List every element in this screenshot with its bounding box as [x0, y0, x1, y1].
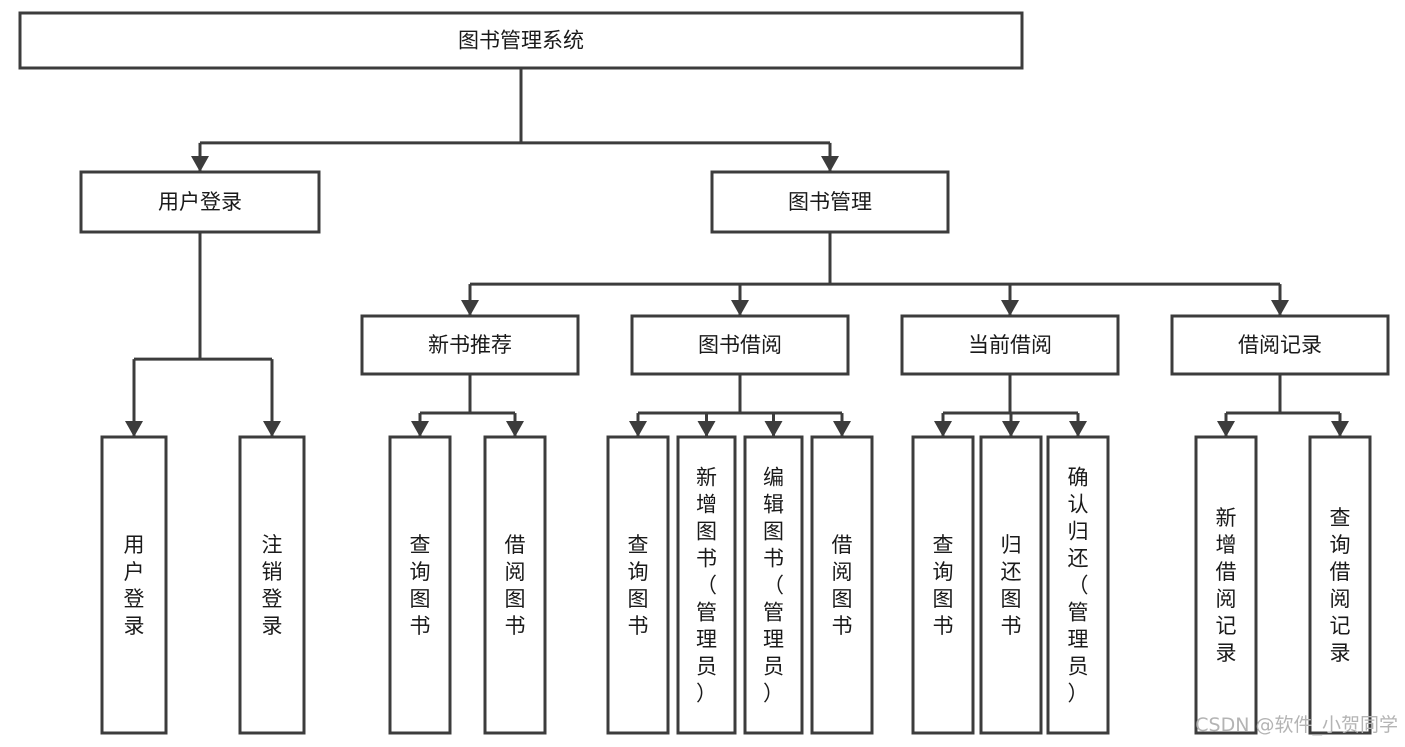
- node-label: 查询借阅记录: [1330, 506, 1351, 665]
- node-box: [710, 170, 950, 234]
- connector-from-root: [191, 68, 839, 172]
- node-book-manage[interactable]: 图书管理: [710, 170, 950, 234]
- arrow-head-icon: [1217, 421, 1235, 437]
- node-box: [810, 435, 874, 735]
- node-box: [900, 314, 1120, 376]
- arrow-head-icon: [506, 421, 524, 437]
- node-box: [388, 435, 452, 735]
- arrow-head-icon: [697, 421, 716, 437]
- node-label: 归还图书: [1001, 533, 1022, 638]
- node-label: 查询图书: [410, 533, 431, 638]
- arrow-head-icon: [1331, 421, 1349, 437]
- node-leaf-user-login[interactable]: 用户登录: [100, 435, 168, 735]
- node-label: 借阅记录: [1238, 333, 1322, 357]
- node-box: [1046, 435, 1110, 735]
- node-box: [79, 170, 321, 234]
- connector-from-current-borrow: [934, 374, 1087, 437]
- node-leaf-edit-book[interactable]: 编辑图书（管理员）: [743, 435, 804, 735]
- node-box: [100, 435, 168, 735]
- node-label: 查询图书: [933, 533, 954, 638]
- node-box: [360, 314, 580, 376]
- connector-layer: [125, 68, 1349, 437]
- node-box: [18, 11, 1024, 70]
- arrow-head-icon: [731, 300, 749, 316]
- node-box: [483, 435, 547, 735]
- node-label: 借阅图书: [505, 533, 526, 638]
- connector-from-new-book-recommend: [411, 374, 524, 437]
- arrow-head-icon: [1001, 300, 1019, 316]
- node-box: [676, 435, 737, 735]
- arrow-head-icon: [629, 421, 647, 437]
- csdn-watermark: CSDN @软件_小贺同学: [1195, 714, 1398, 736]
- connector-from-book-borrow: [629, 374, 851, 437]
- node-box: [979, 435, 1043, 735]
- node-user-login[interactable]: 用户登录: [79, 170, 321, 234]
- node-leaf-return-book[interactable]: 归还图书: [979, 435, 1043, 735]
- arrow-head-icon: [125, 421, 143, 437]
- node-label: 用户登录: [158, 190, 242, 214]
- arrow-head-icon: [934, 421, 952, 437]
- node-label: 新书推荐: [428, 333, 512, 357]
- arrow-head-icon: [1002, 421, 1020, 437]
- node-box: [1308, 435, 1372, 735]
- node-leaf-query-book-recommend[interactable]: 查询图书: [388, 435, 452, 735]
- node-label: 查询图书: [628, 533, 649, 638]
- node-book-borrow[interactable]: 图书借阅: [630, 314, 850, 376]
- node-box: [911, 435, 975, 735]
- node-label: 确认归还（管理员）: [1068, 466, 1089, 706]
- node-label: 图书管理: [788, 190, 872, 214]
- arrow-head-icon: [821, 156, 839, 172]
- node-leaf-query-borrow-record[interactable]: 查询借阅记录: [1308, 435, 1372, 735]
- node-label: 注销登录: [262, 533, 283, 638]
- arrow-head-icon: [411, 421, 429, 437]
- arrow-head-icon: [764, 421, 783, 437]
- arrow-head-icon: [1069, 421, 1087, 437]
- node-label: 当前借阅: [968, 333, 1052, 357]
- node-leaf-borrow-book[interactable]: 借阅图书: [810, 435, 874, 735]
- node-leaf-add-book[interactable]: 新增图书（管理员）: [676, 435, 737, 735]
- arrow-head-icon: [1271, 300, 1289, 316]
- node-leaf-query-book-current[interactable]: 查询图书: [911, 435, 975, 735]
- node-box: [606, 435, 670, 735]
- node-box: [743, 435, 804, 735]
- node-box: [630, 314, 850, 376]
- arrow-head-icon: [833, 421, 851, 437]
- node-box: [1170, 314, 1390, 376]
- node-layer: 图书管理系统用户登录图书管理新书推荐图书借阅当前借阅借阅记录用户登录注销登录查询…: [18, 11, 1390, 735]
- node-leaf-add-borrow-record[interactable]: 新增借阅记录: [1194, 435, 1258, 735]
- node-label: 用户登录: [124, 533, 145, 638]
- connector-from-book-manage: [461, 232, 1289, 316]
- node-leaf-logout-login[interactable]: 注销登录: [238, 435, 306, 735]
- node-borrow-record[interactable]: 借阅记录: [1170, 314, 1390, 376]
- node-new-book-recommend[interactable]: 新书推荐: [360, 314, 580, 376]
- node-leaf-query-book-borrow[interactable]: 查询图书: [606, 435, 670, 735]
- connector-from-borrow-record: [1217, 374, 1349, 437]
- arrow-head-icon: [263, 421, 281, 437]
- node-root[interactable]: 图书管理系统: [18, 11, 1024, 70]
- connector-from-user-login: [125, 232, 281, 437]
- node-box: [238, 435, 306, 735]
- node-current-borrow[interactable]: 当前借阅: [900, 314, 1120, 376]
- node-label: 图书管理系统: [458, 29, 584, 53]
- node-label: 新增图书（管理员）: [696, 466, 717, 706]
- node-label: 借阅图书: [832, 533, 853, 638]
- arrow-head-icon: [461, 300, 479, 316]
- arrow-head-icon: [191, 156, 209, 172]
- node-label: 编辑图书（管理员）: [763, 466, 784, 706]
- node-box: [1194, 435, 1258, 735]
- node-leaf-confirm-return[interactable]: 确认归还（管理员）: [1046, 435, 1110, 735]
- node-label: 新增借阅记录: [1216, 506, 1237, 665]
- node-leaf-borrow-book-recommend[interactable]: 借阅图书: [483, 435, 547, 735]
- node-label: 图书借阅: [698, 333, 782, 357]
